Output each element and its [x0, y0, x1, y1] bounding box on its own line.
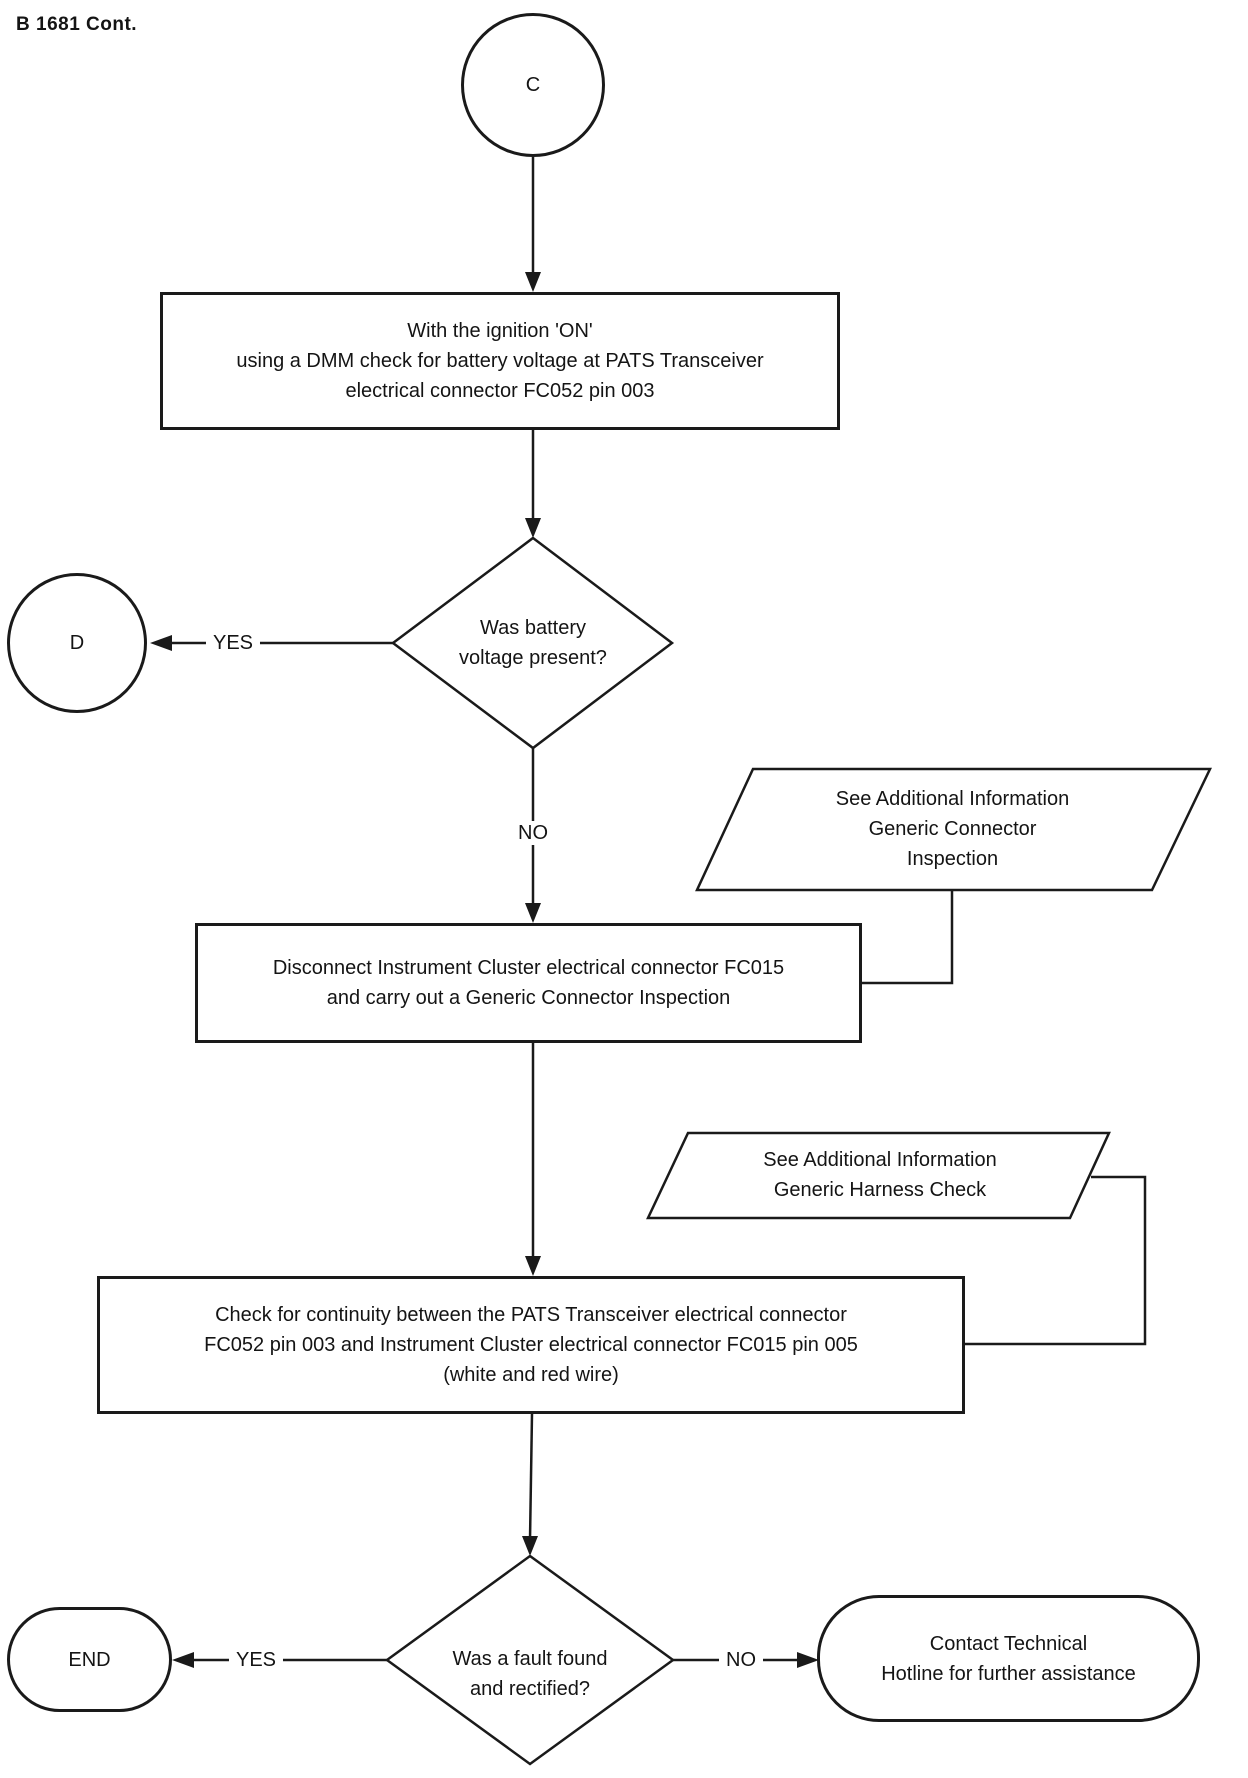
- page-header: B 1681 Cont.: [16, 14, 138, 35]
- ref1-line: Generic Connector: [868, 818, 1037, 840]
- arrowhead-into-decision1: [525, 518, 541, 538]
- label-yes-decision2: YES: [228, 1648, 284, 1672]
- process1-line: using a DMM check for battery voltage at…: [236, 350, 764, 372]
- process2-line: and carry out a Generic Connector Inspec…: [326, 987, 731, 1009]
- connector-node-c: C: [461, 13, 605, 157]
- ref2-line: Generic Harness Check: [773, 1179, 987, 1201]
- ref1-parallelogram-outline: [695, 767, 1212, 892]
- end-label: END: [68, 1648, 111, 1671]
- contact-line: Hotline for further assistance: [881, 1662, 1136, 1685]
- process3-line: Check for continuity between the PATS Tr…: [215, 1304, 847, 1326]
- ref1-connector: [862, 890, 954, 985]
- ref1-line: Inspection: [906, 848, 999, 870]
- arrowhead-into-d: [150, 635, 172, 651]
- ref2-connector: [965, 1175, 1147, 1346]
- ref2-line: See Additional Information: [763, 1149, 997, 1171]
- arrowhead-into-process1: [525, 272, 541, 292]
- ref2-parallelogram-outline: [646, 1131, 1111, 1220]
- label-no-decision1: NO: [511, 821, 555, 845]
- edge-process3-to-decision2: [528, 1413, 534, 1541]
- ref-generic-connector-inspection-text: See Additional Information Generic Conne…: [700, 784, 1205, 874]
- connector-c-label: C: [525, 74, 541, 96]
- process-disconnect-cluster: Disconnect Instrument Cluster electrical…: [195, 923, 862, 1043]
- arrowhead-into-end: [172, 1652, 194, 1668]
- contact-line: Contact Technical: [929, 1632, 1088, 1655]
- arrowhead-into-contact: [797, 1652, 819, 1668]
- process2-line: Disconnect Instrument Cluster electrical…: [272, 957, 785, 979]
- process1-line: electrical connector FC052 pin 003: [345, 380, 655, 402]
- terminator-end: END: [7, 1607, 172, 1712]
- ref-generic-harness-check-text: See Additional Information Generic Harne…: [650, 1145, 1110, 1205]
- process-check-battery-voltage: With the ignition 'ON' using a DMM check…: [160, 292, 840, 430]
- decision-fault-found-text: Was a fault found and rectified?: [390, 1644, 670, 1704]
- process1-line: With the ignition 'ON': [407, 320, 593, 342]
- connector-node-d: D: [7, 573, 147, 713]
- connector-d-label: D: [69, 632, 85, 654]
- arrowhead-into-process3: [525, 1256, 541, 1276]
- process3-line: (white and red wire): [443, 1364, 619, 1386]
- decision2-diamond-outline: [384, 1554, 676, 1766]
- label-yes-decision1: YES: [205, 631, 261, 655]
- decision1-line: Was battery: [480, 617, 586, 639]
- process3-line: FC052 pin 003 and Instrument Cluster ele…: [204, 1334, 858, 1356]
- decision2-line: Was a fault found: [452, 1648, 608, 1670]
- terminator-contact-hotline: Contact Technical Hotline for further as…: [817, 1595, 1200, 1722]
- ref1-line: See Additional Information: [835, 788, 1070, 810]
- label-no-decision2: NO: [719, 1648, 763, 1672]
- arrowhead-into-decision2: [522, 1536, 538, 1556]
- decision1-line: voltage present?: [459, 647, 607, 669]
- process-check-continuity: Check for continuity between the PATS Tr…: [97, 1276, 965, 1414]
- decision2-line: and rectified?: [469, 1678, 591, 1700]
- decision-battery-voltage-text: Was battery voltage present?: [403, 613, 663, 673]
- arrowhead-into-process2: [525, 903, 541, 923]
